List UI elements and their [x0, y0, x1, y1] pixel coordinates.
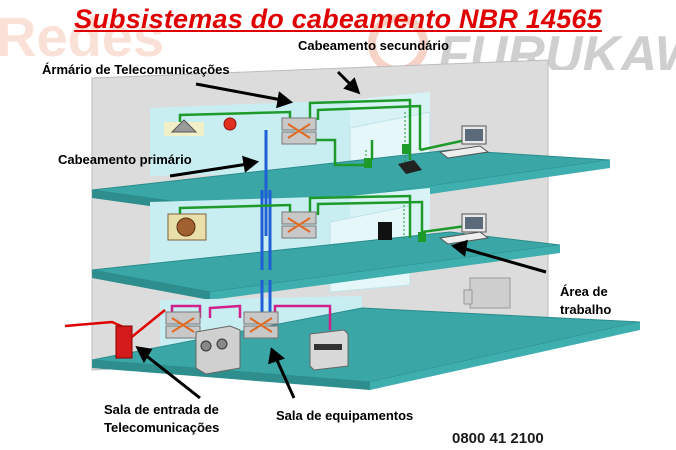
entrance-cabinet-icon [115, 325, 133, 359]
label-armario-telecom: Ármário de Telecomunicações [42, 62, 230, 77]
page-title: Subsistemas do cabeamento NBR 14565 [74, 4, 602, 34]
server-icon [309, 329, 349, 371]
pbx-equipment-icon [195, 325, 241, 375]
pointer-arrows [135, 70, 547, 400]
phone-number: 0800 41 2100 [452, 430, 544, 447]
video-camera-icon [167, 213, 207, 241]
security-camera-icon [378, 222, 426, 242]
outlet-icon [402, 144, 410, 154]
label-cabeamento-primario: Cabeamento primário [58, 152, 192, 167]
ceiling-lamp-icon [164, 119, 204, 136]
workstation-icon [438, 213, 490, 245]
alarm-icon [223, 117, 237, 131]
outdoor-structure-icon [463, 277, 511, 309]
label-area-trabalho-line2: trabalho [560, 302, 612, 317]
patch-panels [165, 117, 317, 339]
telephone-icon [364, 158, 422, 174]
label-sala-equipamentos: Sala de equipamentos [276, 408, 414, 423]
label-area-trabalho-line1: Área de [560, 284, 608, 299]
workstation-icon [438, 125, 490, 159]
label-sala-entrada-line2: Telecomunicações [104, 420, 220, 435]
label-sala-entrada-line1: Sala de entrada de [104, 402, 219, 417]
label-cabeamento-secundario: Cabeamento secundário [298, 38, 449, 53]
top-horizontal-cables [178, 98, 467, 167]
